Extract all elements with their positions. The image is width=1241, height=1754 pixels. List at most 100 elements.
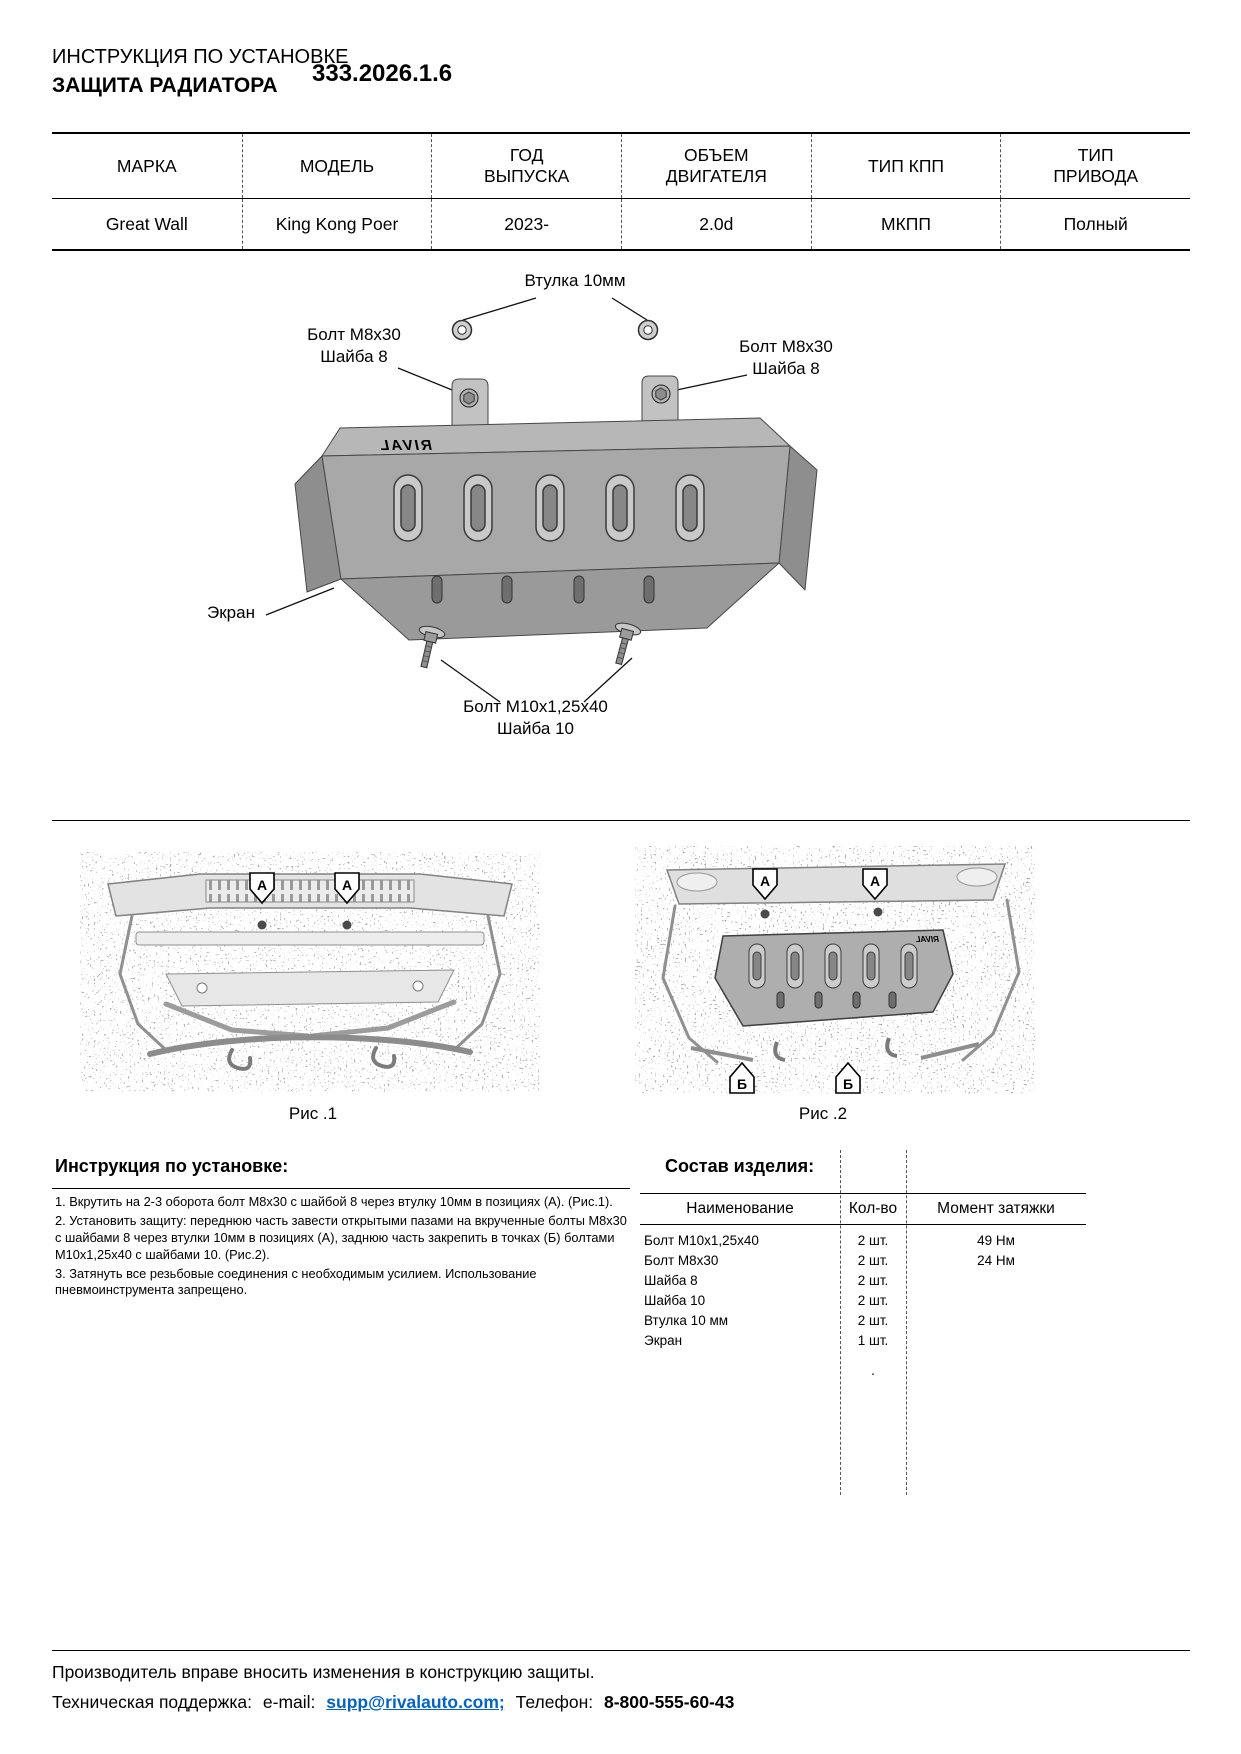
spec-value-model: King Kong Poer: [241, 199, 432, 249]
main-part-diagram: RIVAL: [265, 297, 818, 703]
spec-header-engine: ОБЪЕМ ДВИГАТЕЛЯ: [621, 134, 811, 198]
instructions-list: 1. Вкрутить на 2-3 оборота болт М8х30 с …: [55, 1194, 633, 1301]
parts-row: Шайба 8 2 шт.: [640, 1270, 1086, 1290]
spec-table-data-row: Great Wall King Kong Poer 2023- 2.0d МКП…: [52, 198, 1190, 249]
callout-line-bolt-m10-left: [440, 659, 501, 703]
footer-note: Производитель вправе вносить изменения в…: [52, 1662, 595, 1682]
bolt-m8-right: [651, 384, 671, 404]
part-name: Болт М8х30: [644, 1252, 719, 1268]
parts-trailing-dot-row: .: [640, 1360, 1086, 1380]
spec-header-gearbox: ТИП КПП: [810, 134, 1001, 198]
parts-row: Втулка 10 мм 2 шт.: [640, 1310, 1086, 1330]
bolt-m10-left: [418, 625, 446, 669]
parts-row: Шайба 10 2 шт.: [640, 1290, 1086, 1310]
part-qty: 2 шт.: [857, 1252, 889, 1268]
footer-rule: [52, 1650, 1190, 1651]
trailing-dot: .: [871, 1362, 875, 1378]
spec-value-engine: 2.0d: [621, 199, 811, 249]
callout-line-bushing-right: [611, 297, 648, 321]
spec-table-header-row: МАРКА МОДЕЛЬ ГОД ВЫПУСКА ОБЪЕМ ДВИГАТЕЛЯ…: [52, 134, 1190, 198]
fig1-marker-a-right: А: [334, 872, 360, 905]
parts-row: Болт М10х1,25х40 2 шт. 49 Нм: [640, 1230, 1086, 1250]
parts-row: Болт М8х30 2 шт. 24 Нм: [640, 1250, 1086, 1270]
fig2-plate-logo-mirrored: RIVAL: [915, 935, 939, 944]
bolt-m8-label: Болт М8х30: [307, 325, 401, 344]
section-divider: [52, 820, 1190, 821]
support-label: Техническая поддержка:: [52, 1692, 253, 1712]
product-title: ЗАЩИТА РАДИАТОРА: [52, 74, 278, 97]
plate-small-slots: [431, 575, 655, 604]
phone-label: Телефон:: [515, 1692, 594, 1712]
spec-value-drive: Полный: [1000, 199, 1190, 249]
svg-text:А: А: [342, 877, 352, 893]
plate-logo-mirrored: RIVAL: [378, 437, 432, 454]
fig1-mount-point-left: [257, 920, 267, 930]
instructions-heading: Инструкция по установке:: [55, 1156, 289, 1176]
fig1-marker-a-left: А: [249, 872, 275, 905]
support-phone: 8-800-555-60-43: [603, 1692, 735, 1712]
part-qty: 1 шт.: [857, 1332, 889, 1348]
plate-oval-slots: [393, 474, 705, 542]
spec-header-year: ГОД ВЫПУСКА: [431, 134, 621, 198]
spec-header-marka: МАРКА: [116, 155, 177, 176]
figure-2-caption: Рис .2: [798, 1104, 848, 1123]
part-torque: 49 Нм: [977, 1232, 1015, 1248]
svg-text:Б: Б: [843, 1076, 853, 1092]
part-qty: 2 шт.: [857, 1272, 889, 1288]
figure-2-drawing: RIVAL Б Б А А: [649, 852, 1021, 1094]
fig2-installed-plate: RIVAL: [690, 929, 980, 1062]
callout-bolt-m8-right-label: Болт М8х30 Шайба 8: [710, 336, 862, 381]
parts-heading: Состав изделия:: [665, 1156, 815, 1176]
part-qty: 2 шт.: [857, 1292, 889, 1308]
fig1-underbody-sketch: [107, 873, 513, 1071]
parts-table-divider-2: [906, 1150, 907, 1495]
bushing-10mm-left: [451, 319, 473, 341]
washer-8-label: Шайба 8: [752, 359, 820, 379]
instruction-step-3: 3. Затянуть все резьбовые соединения с н…: [55, 1265, 537, 1298]
footer-support-line: Техническая поддержка: e-mail: supp@riva…: [52, 1692, 740, 1713]
parts-table-header-row: Наименование Кол-во Момент затяжки: [640, 1193, 1086, 1225]
fig2-mount-point-right: [873, 907, 883, 917]
part-name: Втулка 10 мм: [644, 1312, 729, 1328]
callout-bolt-m10-label: Болт М10х1,25х40 Шайба 10: [448, 696, 623, 741]
fig1-mount-point-right: [342, 920, 352, 930]
part-number: 333.2026.1.6: [312, 60, 453, 87]
callout-lines: [265, 297, 748, 703]
fig2-underbody-sketch: [661, 863, 1021, 1064]
doc-type-title: ИНСТРУКЦИЯ ПО УСТАНОВКЕ: [52, 46, 349, 68]
instruction-step-1: 1. Вкрутить на 2-3 оборота болт М8х30 с …: [55, 1194, 613, 1209]
fig2-marker-b-left: Б: [729, 1061, 755, 1094]
callout-line-bushing-left: [462, 297, 537, 321]
callout-screen-label: Экран: [207, 603, 255, 622]
parts-table-body: Болт М10х1,25х40 2 шт. 49 Нм Болт М8х30 …: [640, 1225, 1086, 1380]
svg-text:А: А: [760, 873, 770, 889]
spec-value-marka: Great Wall: [105, 213, 188, 234]
svg-text:А: А: [870, 873, 880, 889]
part-name: Шайба 8: [644, 1272, 698, 1288]
instructions-heading-rule: [52, 1188, 630, 1189]
spec-value-year: 2023-: [431, 199, 621, 249]
fig2-marker-a-right: А: [862, 868, 888, 901]
part-name: Болт М10х1,25х40: [644, 1232, 759, 1248]
part-torque: 24 Нм: [977, 1252, 1015, 1268]
bolt-m10-label: Болт М10х1,25х40: [463, 697, 608, 716]
washer-10-label: Шайба 10: [497, 719, 574, 739]
spec-header-drive: ТИП ПРИВОДА: [1000, 134, 1190, 198]
support-email-link[interactable]: supp@rivalauto.com;: [326, 1692, 505, 1712]
figure-1-drawing: А А: [92, 858, 528, 1080]
parts-header-torque: Момент затяжки: [937, 1200, 1055, 1217]
callout-line-bolt-m10-right: [583, 657, 633, 703]
parts-header-name: Наименование: [686, 1200, 794, 1217]
part-name: Шайба 10: [644, 1292, 706, 1308]
parts-row: Экран 1 шт.: [640, 1330, 1086, 1350]
bushing-10mm-right: [637, 319, 659, 341]
bolt-m8-left: [459, 388, 479, 408]
bolt-m10-right: [614, 622, 642, 666]
callout-line-bolt-m8-right: [671, 374, 748, 392]
part-qty: 2 шт.: [857, 1232, 889, 1248]
fig2-marker-b-right: Б: [835, 1061, 861, 1094]
instruction-step-2: 2. Установить защиту: переднюю часть зав…: [55, 1212, 627, 1262]
bolt-m8-label: Болт М8х30: [739, 337, 833, 356]
callout-line-screen: [265, 587, 335, 616]
